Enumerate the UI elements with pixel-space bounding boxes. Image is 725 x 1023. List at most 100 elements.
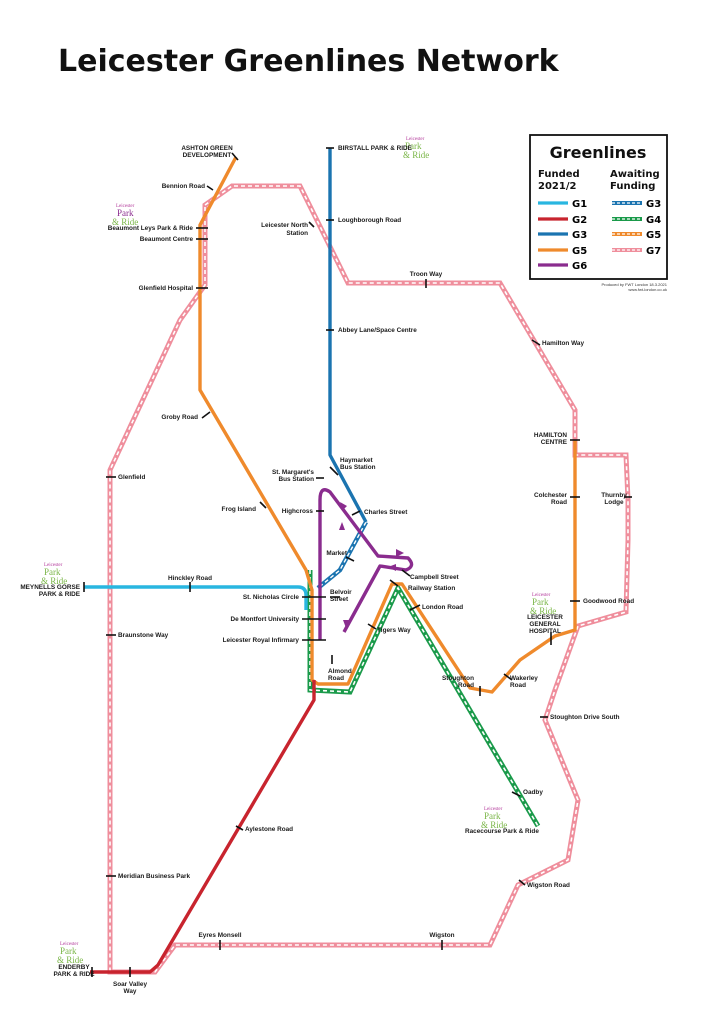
g6-direction-arrows [339,502,404,628]
svg-text:GENERAL: GENERAL [529,621,560,628]
svg-text:Road: Road [551,499,567,506]
stop-glenfield-hospital: Glenfield Hospital [139,285,194,292]
park-ride-logo-enderby: Leicester Park & Ride [57,942,83,965]
svg-text:Street: Street [330,596,349,603]
stop-aylestone-road: Aylestone Road [245,826,293,833]
svg-text:& Ride: & Ride [530,606,556,616]
legend-heading: Greenlines [550,143,647,162]
stop-groby-road: Groby Road [161,414,198,421]
stop-troon-way: Troon Way [410,271,443,278]
svg-text:2021/2: 2021/2 [538,181,576,192]
svg-text:Park: Park [405,141,422,151]
stop-meynells-gorse: MEYNELLS GORSE [20,584,80,591]
legend-g4: G4 [646,215,661,226]
stop-belvoir-street: Belvoir [330,589,352,596]
svg-text:Leicester: Leicester [484,807,503,812]
svg-text:Park: Park [44,567,61,577]
stop-hamilton-centre: HAMILTON [534,432,568,439]
stop-campbell-street: Campbell Street [410,574,460,581]
g3-line [328,148,368,523]
stop-ticks [83,147,632,977]
stop-st-nicholas: St. Nicholas Circle [243,594,300,601]
stop-hamilton-way: Hamilton Way [542,340,584,347]
svg-text:& Ride: & Ride [57,955,83,965]
svg-text:& Ride: & Ride [112,217,138,227]
svg-text:& Ride: & Ride [481,820,507,830]
svg-text:Road: Road [458,682,474,689]
svg-text:PARK & RIDE: PARK & RIDE [53,971,95,978]
stop-bennion-road: Bennion Road [162,183,205,190]
stop-st-margarets: St. Margaret's [272,469,314,476]
stop-racecourse-pr: Racecourse Park & Ride [465,828,539,835]
stop-highcross: Highcross [282,508,314,515]
svg-text:Park: Park [117,208,134,218]
stop-ashton-green: ASHTON GREEN [181,145,233,152]
stop-market: Market [326,550,347,557]
stop-soar-valley-way: Soar Valley [113,981,148,988]
park-ride-logo-lgh: Leicester Park & Ride [530,593,556,616]
legend-g3-awaiting: G3 [646,199,661,210]
park-ride-logo-beaumont: Leicester Park & Ride [112,204,138,227]
stop-wakerley-road: Wakerley [510,675,538,682]
stop-railway-station: Railway Station [408,585,455,592]
stop-london-road: London Road [422,604,463,611]
stop-oadby: Oadby [523,789,543,796]
svg-text:Lodge: Lodge [604,499,624,506]
g6-line [318,488,414,640]
legend-g1: G1 [572,199,587,210]
g3-awaiting-line [316,520,368,590]
svg-text:Bus Station: Bus Station [278,476,314,483]
stop-thurnby-lodge: Thurnby [601,492,627,499]
stop-stoughton-drive: Stoughton Drive South [550,714,620,721]
svg-text:& Ride: & Ride [41,576,67,586]
stop-meridian: Meridian Business Park [118,873,191,880]
map-title: Leicester Greenlines Network [58,44,560,79]
g5-line [198,156,577,694]
g1-line [84,585,308,610]
stop-royal-infirmary: Leicester Royal Infirmary [223,637,300,644]
stop-abbey-lane: Abbey Lane/Space Centre [338,327,417,334]
svg-text:Leicester: Leicester [60,942,79,947]
svg-text:Park: Park [60,946,77,956]
svg-text:CENTRE: CENTRE [541,439,568,446]
svg-text:Leicester: Leicester [44,563,63,568]
svg-text:Road: Road [510,682,526,689]
stop-labels: ASHTON GREEN DEVELOPMENT Bennion Road Be… [20,145,634,995]
legend-g5: G5 [572,246,587,257]
stop-beaumont-leys-pr: Beaumont Leys Park & Ride [108,225,194,232]
svg-text:& Ride: & Ride [403,150,429,160]
svg-text:Leicester: Leicester [116,204,135,209]
legend-g6: G6 [572,261,587,272]
stop-birstall-pr: BIRSTALL PARK & RIDE [338,145,413,152]
legend-funded-heading: Funded [538,169,580,180]
stop-eyres-monsell: Eyres Monsell [199,932,242,939]
svg-text:Way: Way [124,988,137,995]
produced-by: Produced by FWT London 18.3.2021 [601,282,667,287]
stop-wigston: Wigston [429,932,454,939]
stop-loughborough-road: Loughborough Road [338,217,401,224]
g4-line [307,570,541,828]
legend: Greenlines Funded 2021/2 Awaiting Fundin… [529,134,668,280]
stop-wigston-road: Wigston Road [527,882,570,889]
stop-haymarket: Haymarket [340,457,374,464]
park-ride-logo-racecourse: Leicester Park & Ride [481,807,507,830]
legend-g7: G7 [646,246,661,257]
website: www.fwt-london.co.uk [628,287,667,292]
stop-stoughton-road: Stoughton [442,675,474,682]
svg-text:Park: Park [484,811,501,821]
stop-charles-street: Charles Street [364,509,408,516]
svg-text:DEVELOPMENT: DEVELOPMENT [183,152,232,159]
svg-text:PARK & RIDE: PARK & RIDE [39,591,81,598]
svg-text:Park: Park [532,597,549,607]
stop-colchester-road: Colchester [534,492,568,499]
legend-g3: G3 [572,230,587,241]
stop-glenfield: Glenfield [118,474,145,481]
stop-leicester-north: Leicester North [261,222,308,229]
legend-g2: G2 [572,215,587,226]
stop-tigers-way: Tigers Way [377,627,411,634]
svg-text:Bus Station: Bus Station [340,464,376,471]
stop-braunstone-way: Braunstone Way [118,632,169,639]
stop-frog-island: Frog Island [222,506,257,513]
svg-text:HOSPITAL: HOSPITAL [529,628,561,635]
